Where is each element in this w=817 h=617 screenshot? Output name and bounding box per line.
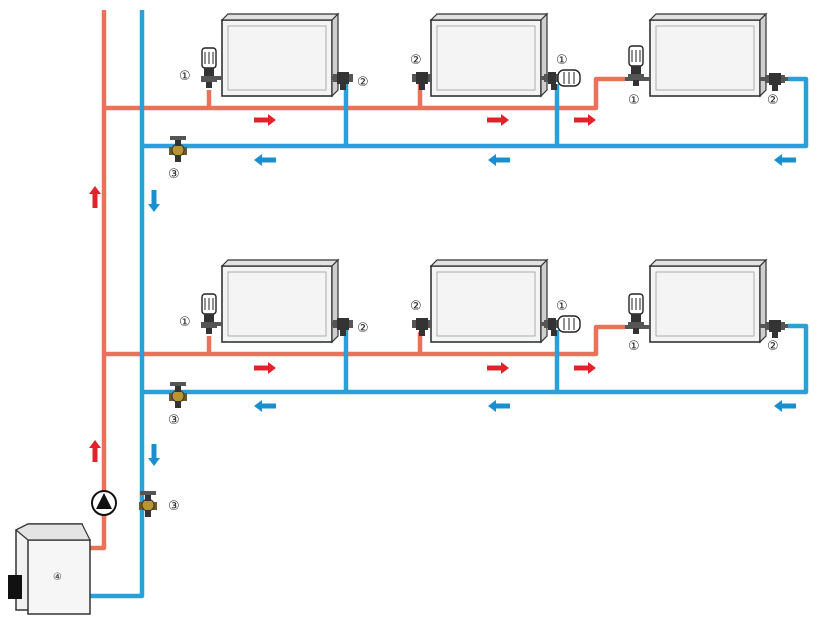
lockshield-valve-icon [765,73,785,91]
radiator-upper-2 [430,13,548,97]
radiator-lower-1 [221,259,339,343]
label-thermostatic-valve: ① [628,93,640,108]
flow-arrow-icon [574,114,596,126]
radiator-lower-2 [430,259,548,343]
radiator-upper-3 [649,13,767,97]
lockshield-valve-icon [412,318,432,336]
label-thermostatic-valve: ① [556,299,568,314]
label-return-valve: ② [357,321,369,336]
thermostatic-valve-icon [543,315,581,337]
label-thermostatic-valve: ① [556,53,568,68]
circulation-pump-icon [91,490,117,516]
boiler-icon [8,523,91,615]
label-balancing-valve: ③ [168,499,180,514]
label-return-valve: ② [410,53,422,68]
return-pipes [90,10,809,599]
thermostatic-valve-icon [627,45,645,87]
flow-arrow-icon [148,444,160,466]
label-thermostatic-valve: ① [179,315,191,330]
flow-arrow-icon [488,154,510,166]
supply-pipes [90,10,625,551]
flow-arrow-icon [487,362,509,374]
lockshield-valve-icon [412,72,432,90]
flow-arrow-icon [254,362,276,374]
flow-arrow-icon [89,440,101,462]
flow-arrow-icon [774,154,796,166]
radiator-upper-1 [221,13,339,97]
flow-arrow-icon [254,154,276,166]
balancing-valve-icon [168,135,188,163]
thermostatic-valve-icon [627,293,645,335]
label-boiler: ④ [53,572,62,583]
flow-arrow-icon [774,400,796,412]
radiator-lower-3 [649,259,767,343]
label-return-valve: ② [357,75,369,90]
flow-arrow-icon [254,400,276,412]
label-balancing-valve: ③ [168,413,180,428]
flow-arrow-icon [148,190,160,212]
thermostatic-valve-icon [200,47,218,89]
flow-arrow-icon [487,114,509,126]
label-thermostatic-valve: ① [628,339,640,354]
label-balancing-valve: ③ [168,167,180,182]
label-return-valve: ② [410,299,422,314]
flow-arrow-icon [488,400,510,412]
label-thermostatic-valve: ① [179,69,191,84]
label-return-valve: ② [767,93,779,108]
flow-arrow-icon [574,362,596,374]
flow-arrow-icon [254,114,276,126]
thermostatic-valve-icon [200,293,218,335]
label-return-valve: ② [767,339,779,354]
flow-arrow-icon [89,186,101,208]
lockshield-valve-icon [765,320,785,338]
thermostatic-valve-icon [543,69,581,91]
balancing-valve-icon [168,381,188,409]
